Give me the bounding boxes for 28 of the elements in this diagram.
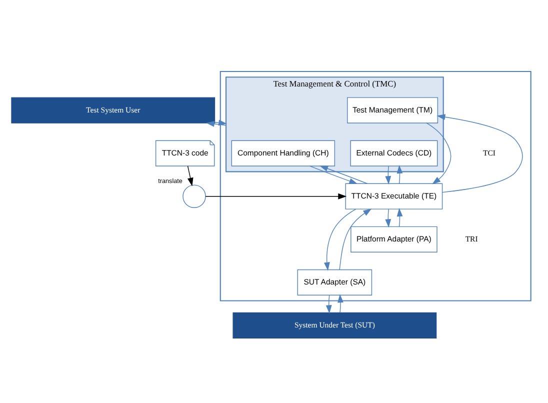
arrow — [320, 165, 368, 184]
node-box: Platform Adapter (PA) — [350, 226, 438, 252]
cluster — [220, 70, 532, 301]
label: TRI — [465, 234, 478, 243]
node-box: External Codecs (CD) — [350, 140, 438, 166]
arrow — [396, 164, 403, 184]
arrow — [396, 208, 403, 226]
arrow — [310, 165, 358, 184]
arrow — [214, 119, 228, 126]
node-circle — [182, 184, 206, 208]
label: TCI — [482, 148, 496, 157]
arrow — [205, 192, 347, 199]
arrow — [385, 208, 392, 228]
node-box: Component Handling (CH) — [231, 140, 336, 166]
arrow — [206, 120, 226, 126]
arrow — [426, 122, 452, 184]
node-box: Test Management (TM) — [347, 96, 438, 123]
node-box: System Under Test (SUT) — [232, 312, 437, 338]
node-box: SUT Adapter (SA) — [297, 268, 372, 295]
arrow — [385, 165, 392, 184]
node-box: Test System User — [11, 96, 216, 123]
node-box: TTCN-3 Executable (TE) — [345, 182, 443, 209]
arrow — [324, 208, 356, 270]
arrow — [436, 114, 523, 192]
arrow — [326, 294, 332, 314]
arrow — [187, 165, 194, 186]
arrow — [339, 208, 372, 270]
arrow — [338, 294, 344, 312]
